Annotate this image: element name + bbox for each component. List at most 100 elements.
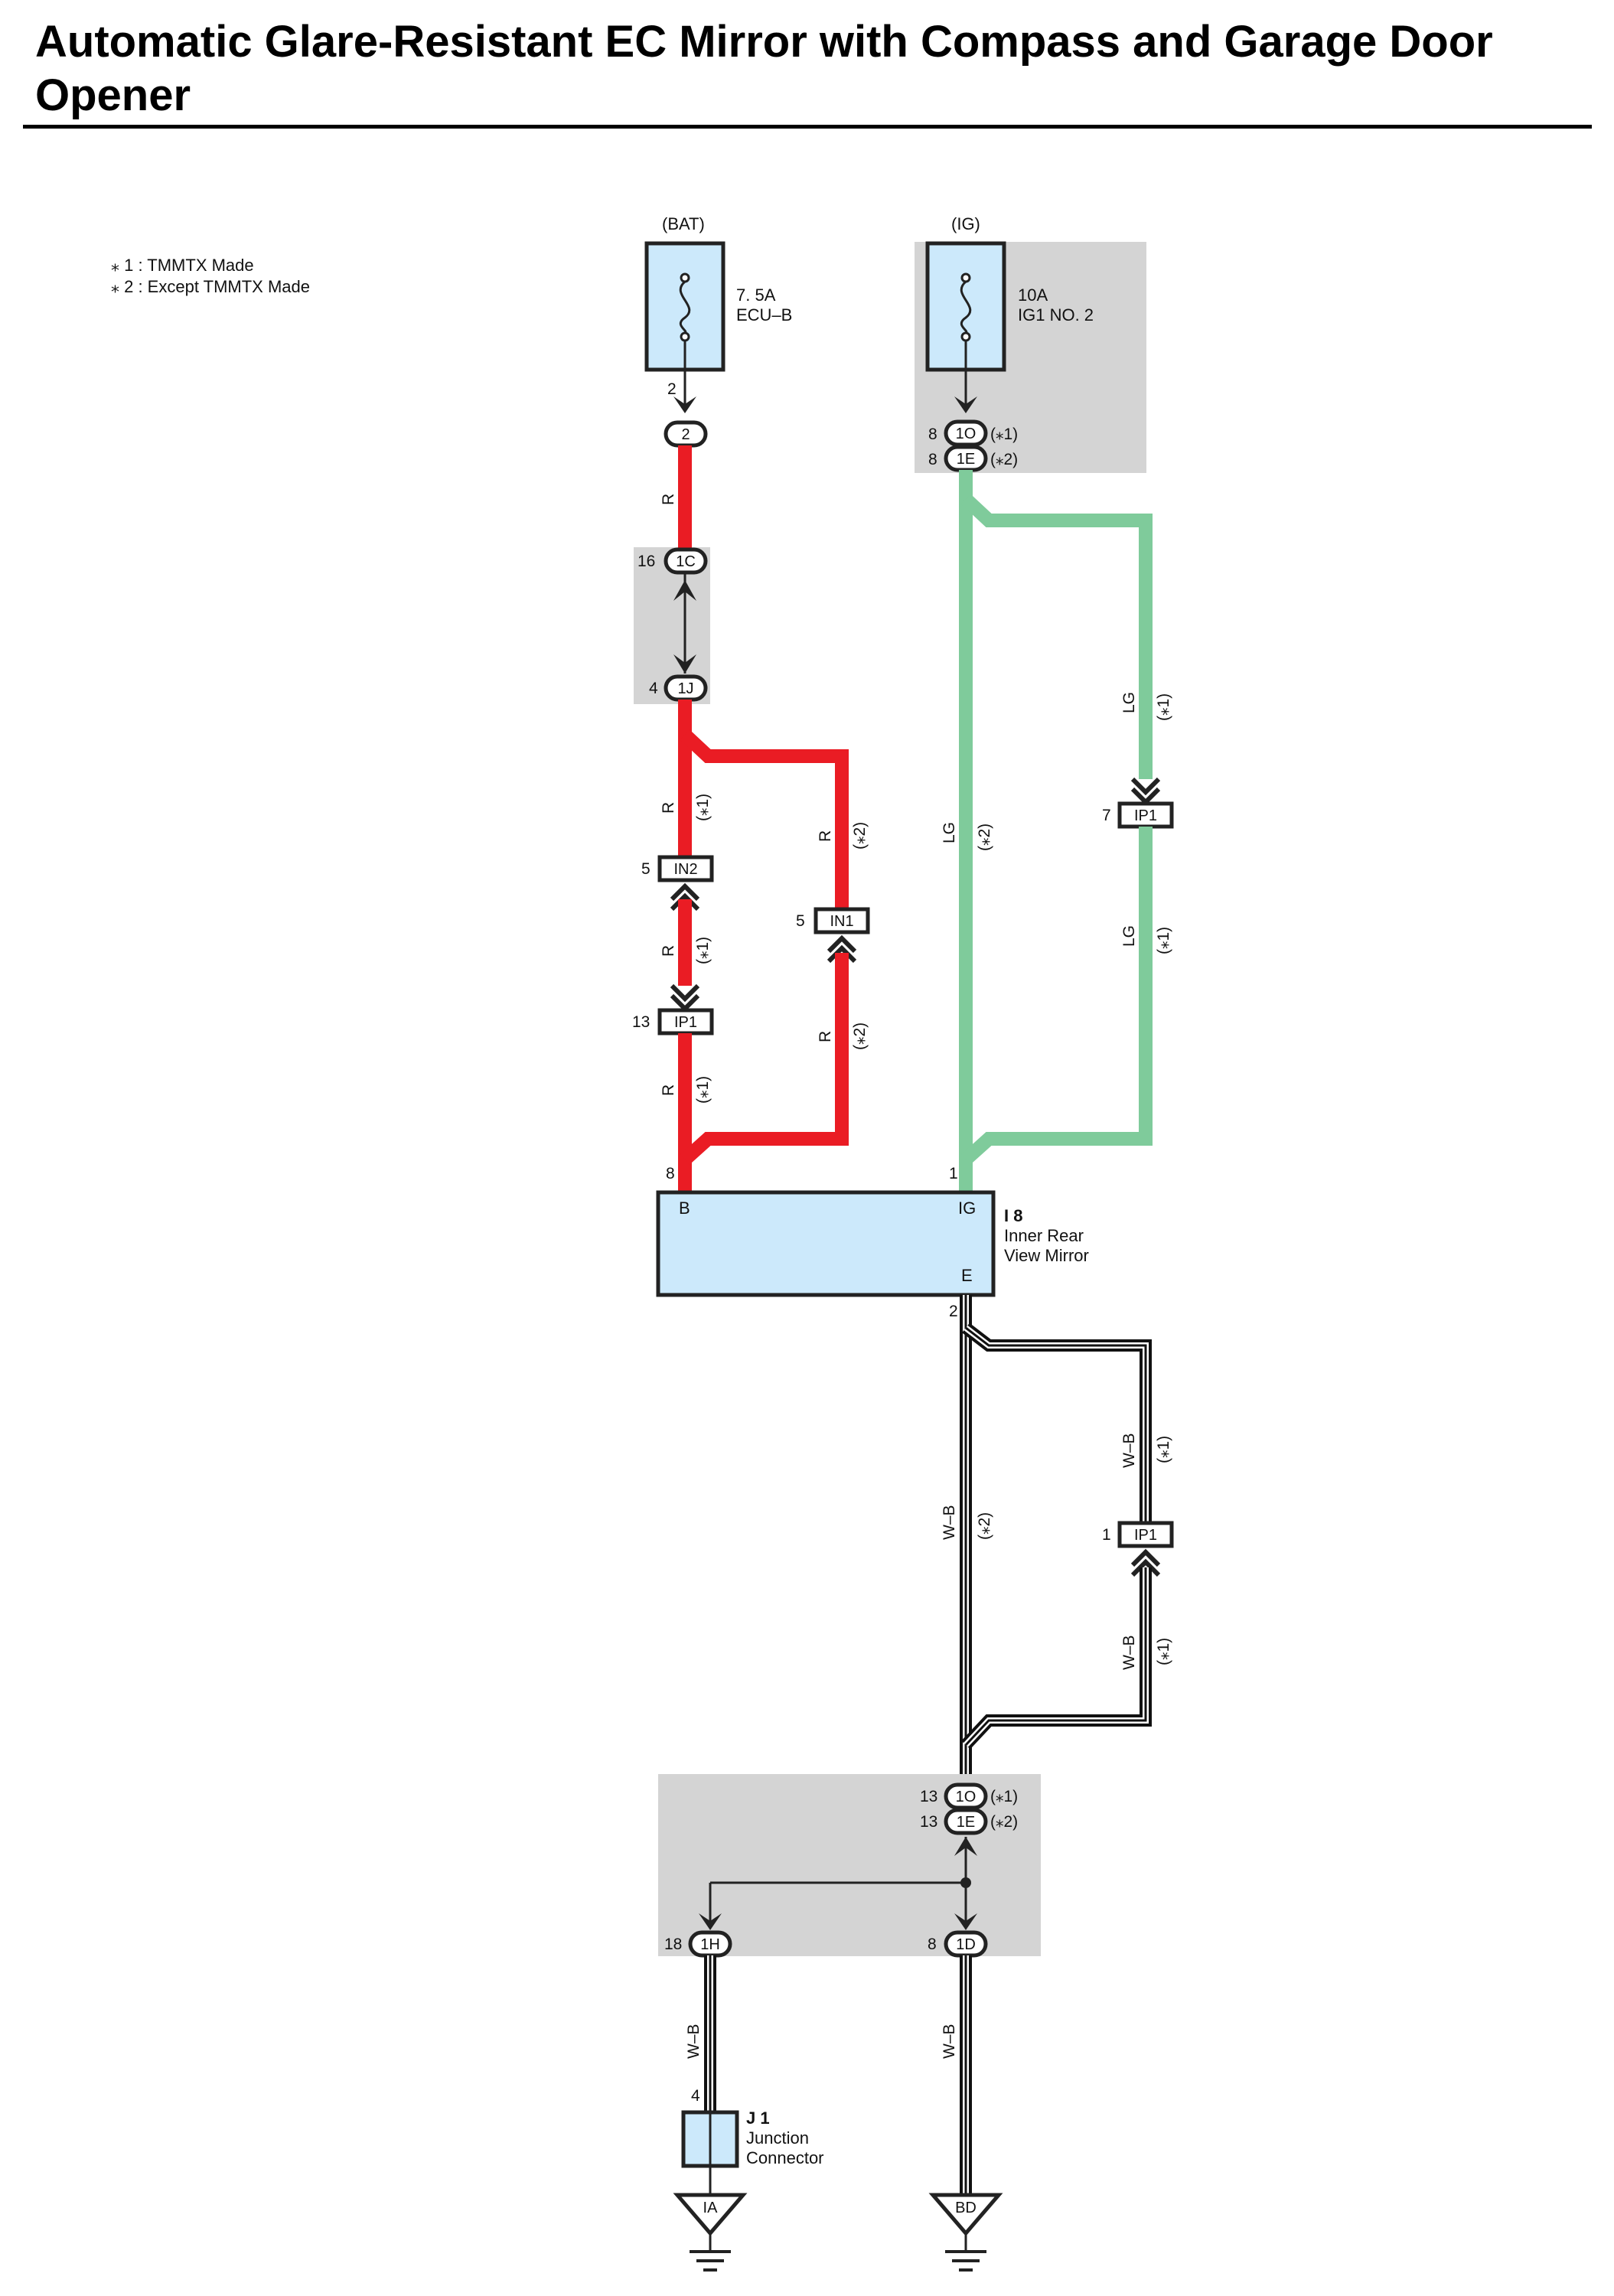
connector-1C-pin: 16 <box>637 553 655 570</box>
connector-IP1-wb <box>1117 1521 1174 1548</box>
connector-1J-id: 1J <box>677 680 693 697</box>
connector-1O-ig <box>944 419 988 447</box>
mirror-pin-b: 8 <box>666 1165 675 1182</box>
wire-red-branch-2 <box>680 953 849 1165</box>
connector-arrow-icon <box>673 654 696 673</box>
wire-label-variant: (⁎1) <box>694 794 712 821</box>
bat-source-label: (BAT) <box>662 214 705 233</box>
connector-1E-ig-id: 1E <box>957 451 975 468</box>
connector-arrow-icon <box>954 396 977 413</box>
connector-arrow-icon <box>1130 1548 1161 1577</box>
connector-1E-ig-pin: 8 <box>928 451 937 468</box>
junction-connector-pin: 4 <box>691 2087 700 2105</box>
connector-1D-id: 1D <box>956 1936 976 1953</box>
connector-IN2-pin: 5 <box>641 860 650 878</box>
wire-label-wb: W–B <box>941 1505 958 1540</box>
connector-1O-ground-id: 1O <box>956 1789 977 1805</box>
connector-1C-id: 1C <box>676 553 696 570</box>
ground-IA-label: IA <box>703 2200 719 2216</box>
connector-1C <box>664 547 708 575</box>
wire-label-variant: (⁎1) <box>1155 1638 1172 1665</box>
connector-1E-ground-id: 1E <box>957 1814 975 1831</box>
ig-fuse-name: IG1 NO. 2 <box>1018 305 1094 325</box>
ground-icon <box>928 2193 1003 2272</box>
connector-1O-ground <box>944 1782 988 1810</box>
connector-IP1-wb-id: IP1 <box>1134 1527 1157 1544</box>
bat-fuse-pin: 2 <box>667 380 677 398</box>
connector-arrow-icon <box>954 1913 977 1930</box>
wire-label-lg: LG <box>941 822 958 843</box>
page-title: Automatic Glare-Resistant EC Mirror with… <box>35 17 1493 120</box>
wire-label-wb: W–B <box>1120 1433 1138 1468</box>
connector-IP1-red-pin: 13 <box>632 1013 650 1031</box>
mirror-name-line1: Inner Rear <box>1004 1226 1084 1245</box>
wire-label-r: R <box>660 802 677 814</box>
wire-label-variant: (⁎1) <box>1155 1436 1172 1463</box>
connector-IP1-lg-pin: 7 <box>1102 807 1111 824</box>
wire-label-variant: (⁎1) <box>1155 927 1172 954</box>
wire-label-wb: W–B <box>1120 1635 1138 1670</box>
ig-source-label: (IG) <box>951 214 980 233</box>
connector-1O-ig-id: 1O <box>956 426 977 442</box>
wire-wb-branch <box>961 1567 1152 1750</box>
connector-1H-pin: 18 <box>664 1936 682 1953</box>
connector-IN1-id: IN1 <box>830 913 853 930</box>
wire-label-lg: LG <box>1120 692 1138 713</box>
wire-label-r: R <box>817 830 834 842</box>
connector-arrow-icon <box>673 580 696 601</box>
connector-IP1-lg-id: IP1 <box>1134 807 1157 824</box>
mirror-component <box>656 1190 996 1297</box>
note-variant-2: ⁎ 2 : Except TMMTX Made <box>111 277 310 296</box>
connector-2-id: 2 <box>681 426 690 443</box>
bat-fuse-name: ECU–B <box>736 305 792 325</box>
connector-1E-ground-pin: 13 <box>920 1813 937 1831</box>
wire-label-r: R <box>660 494 677 505</box>
junction-connector-name-line1: Junction <box>746 2128 809 2148</box>
ig-fuse-rating: 10A <box>1018 285 1048 305</box>
title-divider <box>23 125 1592 129</box>
connector-arrow-icon <box>827 934 857 964</box>
junction-connector-code: J 1 <box>746 2108 770 2128</box>
connector-IP1-wb-pin: 1 <box>1102 1526 1111 1544</box>
wire-label-variant: (⁎2) <box>851 822 869 850</box>
wire-label-wb: W–B <box>941 2024 958 2059</box>
wire-wb-branch <box>962 1322 1152 1521</box>
connector-arrow-icon <box>670 983 700 1013</box>
junction-connector-name-line2: Connector <box>746 2148 824 2167</box>
connector-arrow-icon <box>1130 777 1161 806</box>
wire-label-variant: (⁎2) <box>851 1022 869 1050</box>
connector-1D-pin: 8 <box>928 1936 937 1953</box>
fuse-icon <box>679 272 691 370</box>
note-variant-1: ⁎ 1 : TMMTX Made <box>111 256 254 275</box>
connector-arrow-icon <box>670 882 700 912</box>
wire-red-branch-2 <box>680 729 849 909</box>
bat-fuse-rating: 7. 5A <box>736 285 776 305</box>
wire-label-r: R <box>817 1031 834 1042</box>
connector-1E-ig-variant: (⁎2) <box>990 451 1018 468</box>
connector-IN1 <box>814 907 870 934</box>
wire-label-lg: LG <box>1120 925 1138 947</box>
connector-IN2 <box>657 855 714 882</box>
mirror-terminal-b: B <box>679 1199 690 1218</box>
connector-1H-id: 1H <box>700 1936 720 1953</box>
wire-label-wb: W–B <box>685 2024 703 2059</box>
connector-arrow-icon <box>699 1913 722 1930</box>
connector-1O-ground-pin: 13 <box>920 1788 937 1805</box>
connector-1O-ground-variant: (⁎1) <box>990 1788 1018 1805</box>
mirror-terminal-e: E <box>961 1266 973 1285</box>
ground-icon <box>673 2193 748 2272</box>
connector-1O-ig-variant: (⁎1) <box>990 426 1018 443</box>
connector-IN1-pin: 5 <box>796 912 805 930</box>
connector-IN2-id: IN2 <box>673 861 697 878</box>
mirror-pin-ig: 1 <box>949 1165 958 1182</box>
wire-label-variant: (⁎1) <box>694 937 712 964</box>
wire-label-variant: (⁎1) <box>694 1076 712 1104</box>
wire-lg-branch <box>960 827 1153 1165</box>
wire-label-r: R <box>660 1084 677 1096</box>
wire-label-variant: (⁎2) <box>976 1512 993 1540</box>
connector-arrow-icon <box>673 396 696 413</box>
connector-1J-pin: 4 <box>649 680 658 697</box>
wire-label-variant: (⁎1) <box>1155 693 1172 721</box>
ground-BD-label: BD <box>955 2200 977 2216</box>
